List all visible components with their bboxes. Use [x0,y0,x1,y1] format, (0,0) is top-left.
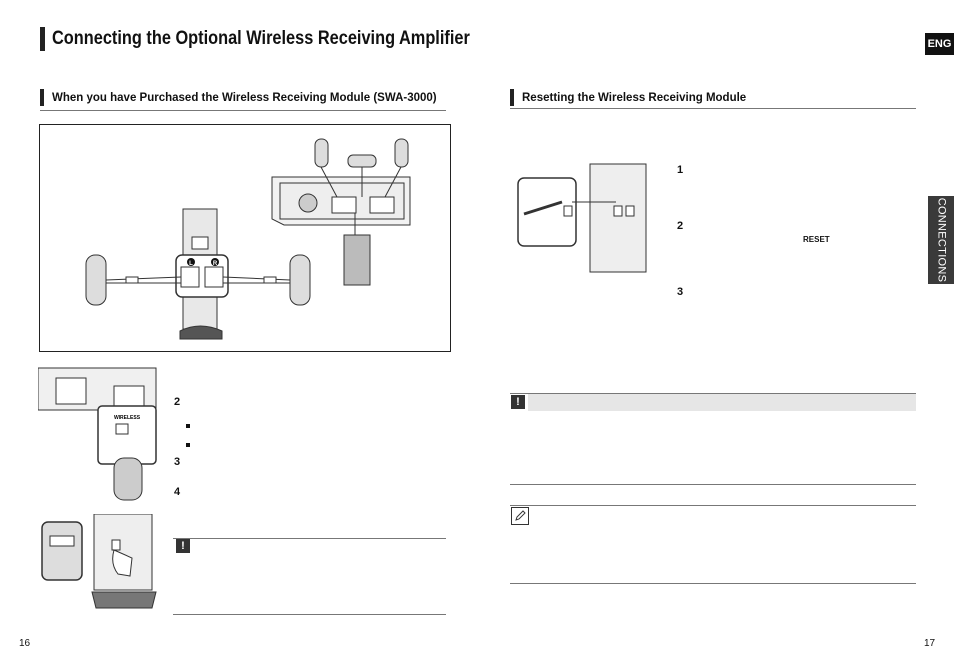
title-bar [40,27,45,51]
connections-tab: CONNECTIONS [928,196,954,284]
right-note-bottom-rule [510,583,916,584]
right-step-3: 3 [677,286,684,298]
connection-diagram: L R [39,124,451,352]
module-insertion-graphic: WIRELESS [37,367,157,501]
connections-tab-label: CONNECTIONS [935,197,947,283]
left-step-2: 2 [174,396,181,408]
page-number-left: 16 [19,638,31,649]
bullet-2 [186,443,190,447]
language-badge: ENG [925,33,954,55]
page-title-text: Connecting the Optional Wireless Receivi… [52,28,470,49]
right-section-title-text: Resetting the Wireless Receiving Module [522,91,747,104]
reset-button-label: RESET [803,235,830,244]
left-channel-marker [187,258,195,266]
section-bar-right [510,89,514,106]
left-section-title-text: When you have Purchased the Wireless Rec… [52,91,437,104]
left-caution-top-rule [173,538,446,539]
caution-icon-right: ! [511,395,525,409]
reset-graphic [517,163,647,273]
module-label: WIRELESS [114,415,141,421]
left-section-title: When you have Purchased the Wireless Rec… [40,89,437,106]
right-step-2: 2 [677,220,684,232]
right-section-title: Resetting the Wireless Receiving Module [510,89,746,106]
left-channel-label: L [189,261,193,267]
page-title: Connecting the Optional Wireless Receivi… [40,26,538,52]
caution-icon: ! [176,539,190,553]
right-caution-bottom-rule [510,484,916,485]
front-left-speaker-shape [314,138,329,168]
right-caution-header [528,394,916,411]
right-section-rule [510,108,916,109]
connection-diagram-illustration: L R [85,138,411,340]
center-speaker-shape [347,154,377,168]
left-step-3: 3 [174,456,181,468]
front-right-speaker-shape [394,138,409,168]
module-insertion-illustration: WIRELESS [37,366,160,502]
pencil-icon-graphic [515,510,526,521]
page-number-right: 17 [924,638,936,649]
left-caution-bottom-rule [173,614,446,615]
section-bar [40,89,44,106]
right-step-1: 1 [677,164,684,176]
right-channel-marker [211,258,219,266]
bullet-1 [186,424,190,428]
power-switch-graphic [41,513,157,609]
right-note-top-rule [510,505,916,506]
pencil-icon [511,507,529,525]
power-switch-illustration [40,513,158,614]
right-caution-top-rule [510,393,916,394]
left-step-4: 4 [174,486,181,498]
right-channel-label: R [213,261,218,267]
left-section-rule [40,110,446,111]
reset-illustration [516,162,650,274]
